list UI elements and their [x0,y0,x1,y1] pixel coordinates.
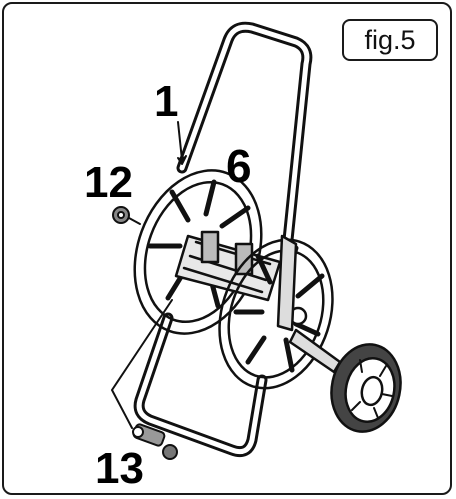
cart-handle-frame [176,21,313,246]
callout-6: 6 [226,140,252,192]
figure-label: fig.5 [342,19,438,61]
callout-1: 1 [154,77,179,126]
part-13-connector [132,423,178,460]
reel-drum [174,230,282,302]
cart-base-frame [133,312,268,458]
leader-lines [111,121,187,429]
callout-13: 13 [95,444,144,493]
part-12-knob [112,206,141,225]
cart-wheel [330,343,402,433]
callout-12: 12 [84,158,133,207]
axle-bracket [276,234,342,374]
